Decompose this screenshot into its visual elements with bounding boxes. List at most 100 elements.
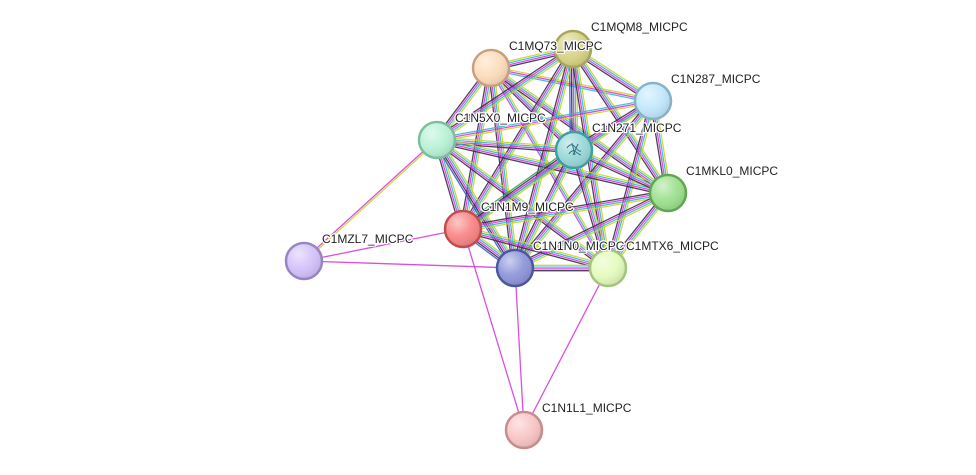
node-C1N1L1[interactable] [504, 410, 544, 450]
edge-line-cyan [436, 98, 653, 139]
edge-C1MQ73-C1MKL0[interactable] [489, 65, 670, 196]
edge-line-cyan [608, 101, 655, 269]
node-C1N5X0[interactable] [417, 120, 457, 160]
node-C1MTX6[interactable] [588, 248, 628, 288]
node-label-C1MQM8: C1MQM8_MICPC [591, 20, 688, 34]
node-C1MZL7[interactable] [284, 241, 324, 281]
edge-line-pink [436, 139, 516, 269]
node-C1MKL0[interactable] [648, 173, 688, 213]
edge-C1N5X0-C1MTX6[interactable] [434, 137, 611, 271]
edge-C1N271-C1N1M9[interactable] [460, 146, 577, 233]
edge-line-cyan [491, 66, 669, 193]
edge-line-yellow [438, 137, 611, 267]
edge-C1N287-C1N5X0[interactable] [436, 98, 654, 143]
edge-line-yellow [491, 65, 654, 100]
edge-line-cyan [437, 49, 574, 142]
edge-line-pink [436, 140, 608, 270]
edge-line-pink [303, 260, 516, 269]
edge-C1MZL7-C1N1N0[interactable] [303, 260, 516, 269]
labels-layer: C1MQ73_MICPC C1MQM8_MICPC C1N287_MICPC C1N5… [321, 19, 780, 417]
node-gloss [507, 413, 541, 447]
edge-line-yellow [463, 195, 669, 233]
edge-C1MQM8-C1N5X0[interactable] [435, 46, 575, 143]
node-C1MQ73[interactable] [471, 48, 511, 88]
edge-line-pink [302, 138, 437, 261]
edge-line-pink [462, 191, 668, 229]
edge-line-pink [462, 228, 525, 431]
edge-line-dark [604, 100, 652, 268]
nodes-layer [284, 29, 688, 450]
edge-line-pink [489, 68, 574, 152]
edge-C1MTX6-C1N1L1[interactable] [523, 267, 609, 431]
edge-line-cyan [463, 193, 669, 231]
edge-line-pink [303, 228, 464, 262]
edge-C1N1M9-C1N1L1[interactable] [462, 228, 525, 431]
protein-structure-icon [566, 142, 582, 156]
node-label-C1MKL0: C1MKL0_MICPC [686, 164, 778, 178]
edge-line-pink [514, 191, 668, 268]
edge-C1N287-C1MTX6[interactable] [604, 100, 657, 269]
edge-C1N5X0-C1MZL7[interactable] [302, 138, 439, 263]
edge-line-yellow [437, 102, 654, 143]
edge-line-pink [462, 149, 575, 230]
node-gloss [420, 123, 454, 157]
edge-line-yellow [516, 102, 656, 271]
edge-line-yellow [438, 50, 575, 143]
edge-line-cyan [463, 49, 575, 230]
edge-line-cyan [463, 150, 576, 231]
edge-C1N1N0-C1N1L1[interactable] [514, 267, 525, 431]
node-gloss [651, 176, 685, 210]
edge-line-dark [511, 48, 572, 268]
node-C1N287[interactable] [633, 81, 673, 121]
edge-line-green [460, 146, 573, 227]
edge-line-dark [462, 189, 668, 227]
edge-C1MQM8-C1N1N0[interactable] [511, 48, 577, 269]
edge-line-pink [514, 267, 525, 431]
edge-C1MKL0-C1N1M9[interactable] [462, 189, 669, 233]
edge-line-pink [490, 68, 668, 195]
edge-line-pink [436, 100, 654, 141]
node-C1N1N0[interactable] [495, 248, 535, 288]
edge-line-yellow [463, 225, 609, 267]
edge-C1N1M9-C1MTX6[interactable] [462, 225, 609, 272]
edge-line-yellow [516, 49, 577, 269]
edge-C1MKL0-C1N1N0[interactable] [513, 189, 670, 272]
node-gloss [287, 244, 321, 278]
node-label-C1N5X0: C1N5X0_MICPC [455, 111, 546, 125]
node-gloss [498, 251, 532, 285]
edge-C1N5X0-C1N1N0[interactable] [433, 137, 519, 271]
edge-line-pink [461, 98, 653, 229]
node-gloss [446, 212, 480, 246]
edge-line-pink [523, 267, 609, 431]
edge-line-dark [434, 140, 515, 270]
node-gloss [556, 32, 590, 66]
node-C1N1M9[interactable] [443, 209, 483, 249]
edge-line-dark [460, 47, 572, 228]
edge-line-pink [436, 47, 573, 140]
node-gloss [636, 84, 670, 118]
edge-line-yellow [464, 152, 577, 233]
edge-line-yellow [464, 50, 576, 231]
edge-line-pink [462, 229, 608, 270]
edge-line-yellow [437, 136, 669, 192]
edge-line-yellow [439, 137, 519, 267]
node-C1N271[interactable] [554, 130, 594, 170]
edge-C1N1M9-C1MZL7[interactable] [303, 228, 464, 262]
edge-line-cyan [515, 49, 575, 269]
node-gloss [474, 51, 508, 85]
edge-line-cyan [437, 138, 609, 268]
node-label-C1N287: C1N287_MICPC [671, 72, 761, 86]
edge-C1MQM8-C1N1M9[interactable] [460, 47, 576, 231]
node-label-C1N1L1: C1N1L1_MICPC [542, 401, 632, 415]
node-label-C1N271: C1N271_MICPC [592, 121, 682, 135]
node-C1MQM8[interactable] [553, 29, 593, 69]
edge-line-dark [435, 46, 572, 139]
node-label-C1MQ73: C1MQ73_MICPC [509, 39, 603, 53]
edge-line-cyan [463, 227, 609, 268]
edge-line-yellow [304, 140, 439, 263]
edge-line-dark [434, 141, 607, 271]
edge-line-blue [433, 141, 513, 271]
edge-line-pink [606, 100, 653, 268]
edge-line-yellow [515, 194, 670, 272]
